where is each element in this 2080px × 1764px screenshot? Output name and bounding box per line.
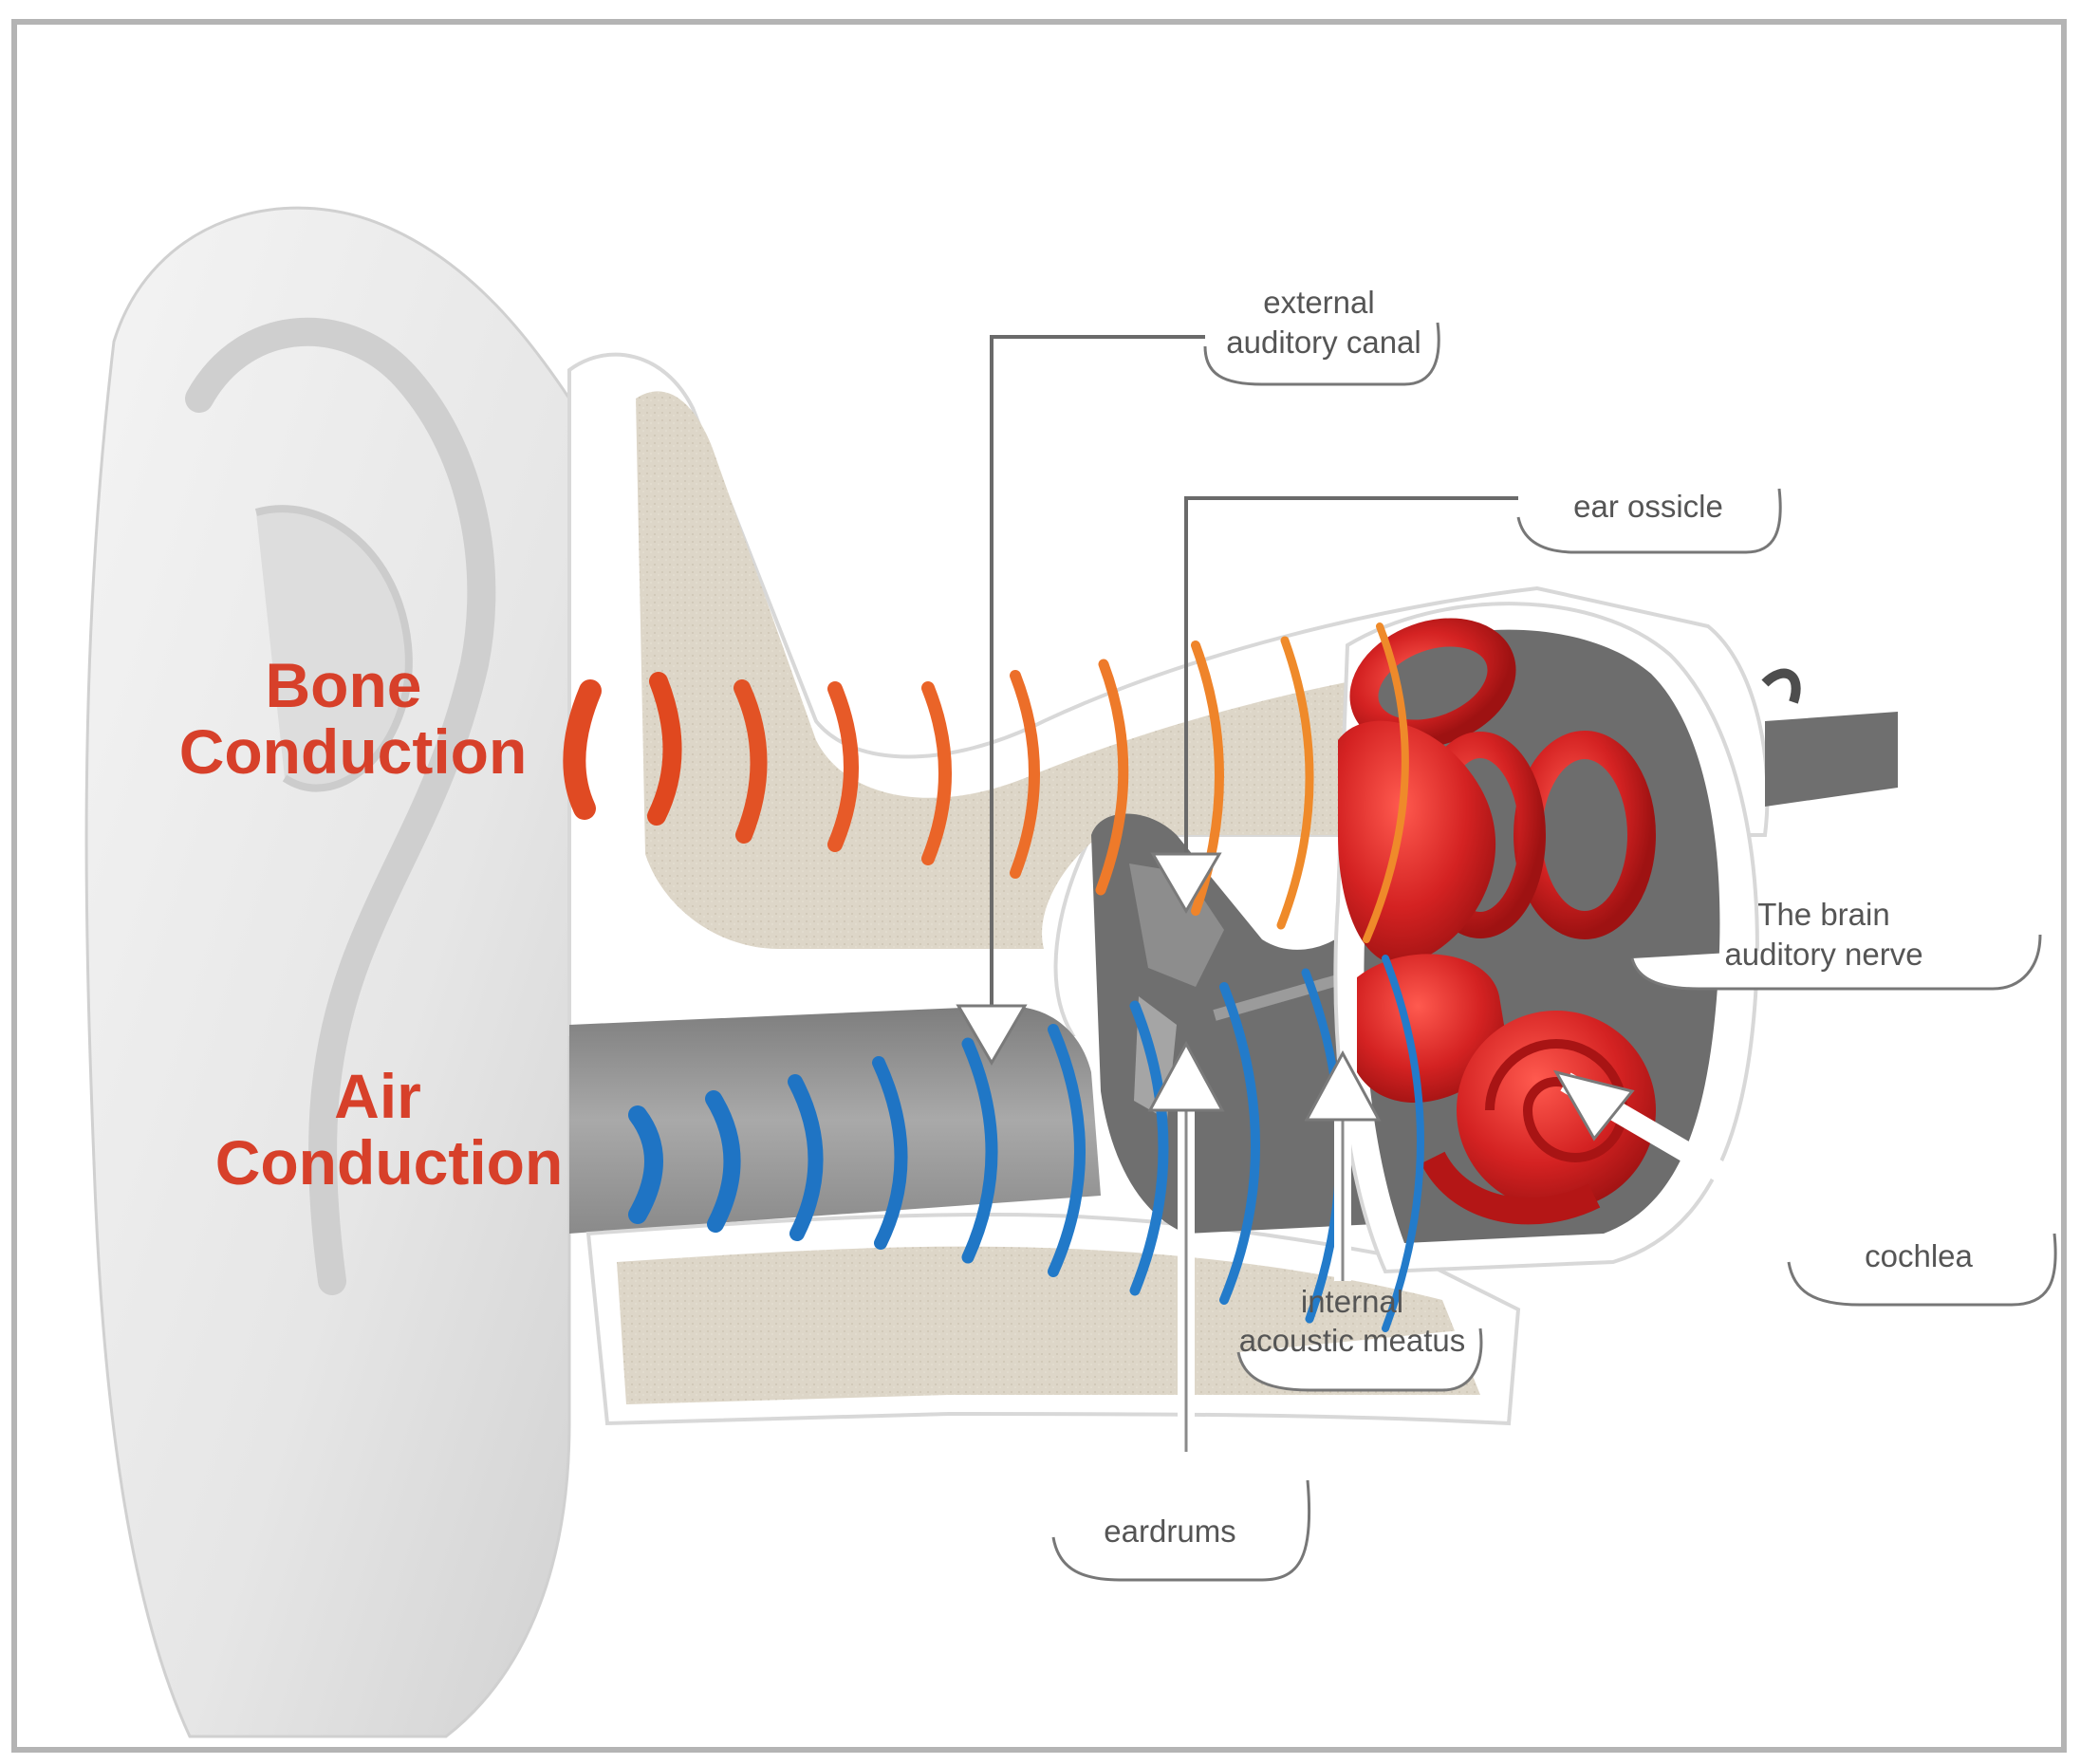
air-label-line1: Air xyxy=(334,1061,421,1131)
bone-label-line2: Conduction xyxy=(179,716,528,787)
air-label-line2: Conduction xyxy=(215,1127,564,1198)
callout-meatus-line1: internal xyxy=(1301,1284,1403,1319)
callout-ossicle: ear ossicle xyxy=(1573,489,1723,524)
bone-label-line1: Bone xyxy=(266,650,422,720)
callout-cochlea: cochlea xyxy=(1865,1238,1973,1273)
callout-meatus-line2: acoustic meatus xyxy=(1239,1323,1465,1358)
callout-brain-line2: auditory nerve xyxy=(1724,937,1922,972)
callout-external-line1: external xyxy=(1263,285,1374,320)
callout-eardrums: eardrums xyxy=(1104,1513,1235,1549)
ear-illustration xyxy=(86,208,569,1736)
callout-brain-line1: The brain xyxy=(1757,897,1889,932)
callout-external-line2: auditory canal xyxy=(1226,325,1421,360)
